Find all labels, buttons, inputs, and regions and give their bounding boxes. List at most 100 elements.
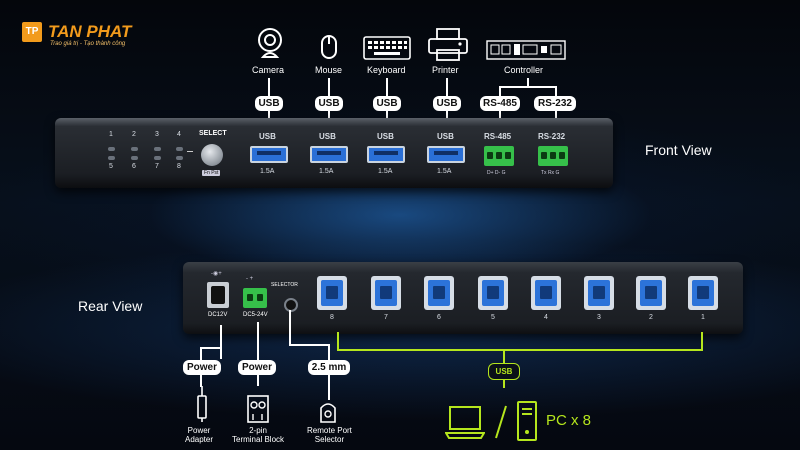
mouse-icon (321, 35, 337, 59)
usb-bracket (337, 332, 703, 388)
usb-rating-1: 1.5A (260, 168, 275, 175)
printer-usb-badge: USB (433, 96, 461, 111)
usb-port-4[interactable] (427, 146, 465, 163)
port-num-8: 8 (177, 163, 181, 170)
keyboard-icon (363, 36, 411, 60)
brand-logo: TP TAN PHAT Trao giá trị - Tạo thành côn… (22, 22, 152, 52)
rear-usb-num-8: 8 (330, 314, 334, 321)
rear-usb-num-5: 5 (491, 314, 495, 321)
led-4 (176, 147, 183, 151)
usb-port-label-4: USB (437, 132, 454, 141)
rear-usb-port-4[interactable] (531, 276, 561, 310)
term-symbol: - + (246, 276, 254, 282)
rs232-port-label: RS-232 (538, 132, 566, 141)
selector-badge: 2.5 mm (308, 360, 350, 375)
dc12v-jack[interactable] (207, 282, 229, 308)
desktop-tower-icon (517, 401, 537, 441)
rs232-terminal[interactable] (538, 146, 568, 166)
led-1 (108, 147, 115, 151)
pc-count-label: PC x 8 (546, 412, 592, 429)
usb-port-label-3: USB (377, 132, 394, 141)
rear-usb-num-3: 3 (597, 314, 601, 321)
selector-line-h (289, 344, 329, 346)
rear-usb-num-2: 2 (649, 314, 653, 321)
port-num-2: 2 (132, 131, 136, 138)
rs485-badge: RS-485 (480, 96, 520, 111)
usb-port-label-1: USB (259, 132, 276, 141)
rear-panel: -◉+ DC12V - + DC5-24V SELECTOR 8 7 6 5 4… (183, 262, 743, 334)
usb-port-3[interactable] (367, 146, 405, 163)
rear-usb-num-1: 1 (701, 314, 705, 321)
port-num-1: 1 (109, 131, 113, 138)
port-num-3: 3 (155, 131, 159, 138)
port-num-4: 4 (177, 131, 181, 138)
rear-usb-port-2[interactable] (636, 276, 666, 310)
slash-divider (495, 405, 507, 439)
dc12v-symbol: -◉+ (211, 271, 222, 277)
selector-jack[interactable] (284, 298, 298, 312)
dc524v-label: DC5-24V (243, 312, 268, 318)
select-label: SELECT (199, 130, 227, 137)
rs485-port-label: RS-485 (484, 132, 512, 141)
rear-view-label: Rear View (78, 298, 143, 314)
terminal-block-caption: 2-pin Terminal Block (232, 426, 285, 444)
rear-usb-port-8[interactable] (317, 276, 347, 310)
usb-rating-3: 1.5A (378, 168, 393, 175)
dc524v-terminal[interactable] (243, 288, 267, 308)
rs485-pins: D+ D- G (487, 170, 506, 176)
mouse-caption: Mouse (315, 65, 343, 75)
keyboard-caption: Keyboard (367, 65, 406, 75)
rear-usb-port-5[interactable] (478, 276, 508, 310)
printer-icon (428, 28, 468, 61)
usb-port-label-2: USB (319, 132, 336, 141)
front-panel: 1 2 3 4 5 6 7 8 SELECT Fn Pst USB 1.5A U… (55, 118, 613, 188)
led-7 (154, 156, 161, 160)
brand-name: TAN PHAT (48, 22, 132, 41)
usb-rating-4: 1.5A (437, 168, 452, 175)
camera-usb-badge: USB (255, 96, 283, 111)
rear-usb-num-7: 7 (384, 314, 388, 321)
led-8 (176, 156, 183, 160)
led-5 (108, 156, 115, 160)
rear-usb-num-4: 4 (544, 314, 548, 321)
rs232-badge: RS-232 (534, 96, 576, 111)
controller-caption: Controller (504, 65, 544, 75)
power-badge-terminal: Power (238, 360, 276, 375)
remote-selector-icon (320, 403, 336, 423)
usb-port-2[interactable] (310, 146, 348, 163)
terminal-block-icon (247, 395, 269, 423)
rear-usb-port-6[interactable] (424, 276, 454, 310)
usb-port-1[interactable] (250, 146, 288, 163)
led-3 (154, 147, 161, 151)
port-num-7: 7 (155, 163, 159, 170)
rs485-terminal[interactable] (484, 146, 514, 166)
rear-usb-port-1[interactable] (688, 276, 718, 310)
selector-label: SELECTOR (271, 282, 298, 288)
keyboard-usb-badge: USB (373, 96, 401, 111)
front-view-label: Front View (645, 142, 712, 158)
rear-usb-port-7[interactable] (371, 276, 401, 310)
select-badge: Fn Pst (202, 170, 221, 176)
rear-usb-badge: USB (488, 363, 520, 380)
select-button[interactable] (201, 144, 223, 166)
controller-line (527, 78, 529, 86)
power-adapter-caption: Power Adapter (185, 426, 214, 444)
laptop-icon (445, 406, 485, 439)
dc12v-line (220, 325, 222, 359)
selector-line (289, 310, 291, 346)
usb-rating-2: 1.5A (319, 168, 334, 175)
logo-mark: TP (22, 22, 42, 42)
webcam-icon (258, 28, 282, 58)
led-2 (131, 147, 138, 151)
rear-usb-port-3[interactable] (584, 276, 614, 310)
dc12v-line-h (200, 347, 222, 349)
camera-caption: Camera (252, 65, 285, 75)
controller-icon (486, 40, 566, 60)
printer-caption: Printer (432, 65, 459, 75)
dc524v-line (257, 322, 259, 386)
port-num-5: 5 (109, 163, 113, 170)
rear-usb-num-6: 6 (437, 314, 441, 321)
remote-selector-caption: Remote Port Selector (307, 426, 352, 444)
dash-mark (187, 151, 193, 152)
